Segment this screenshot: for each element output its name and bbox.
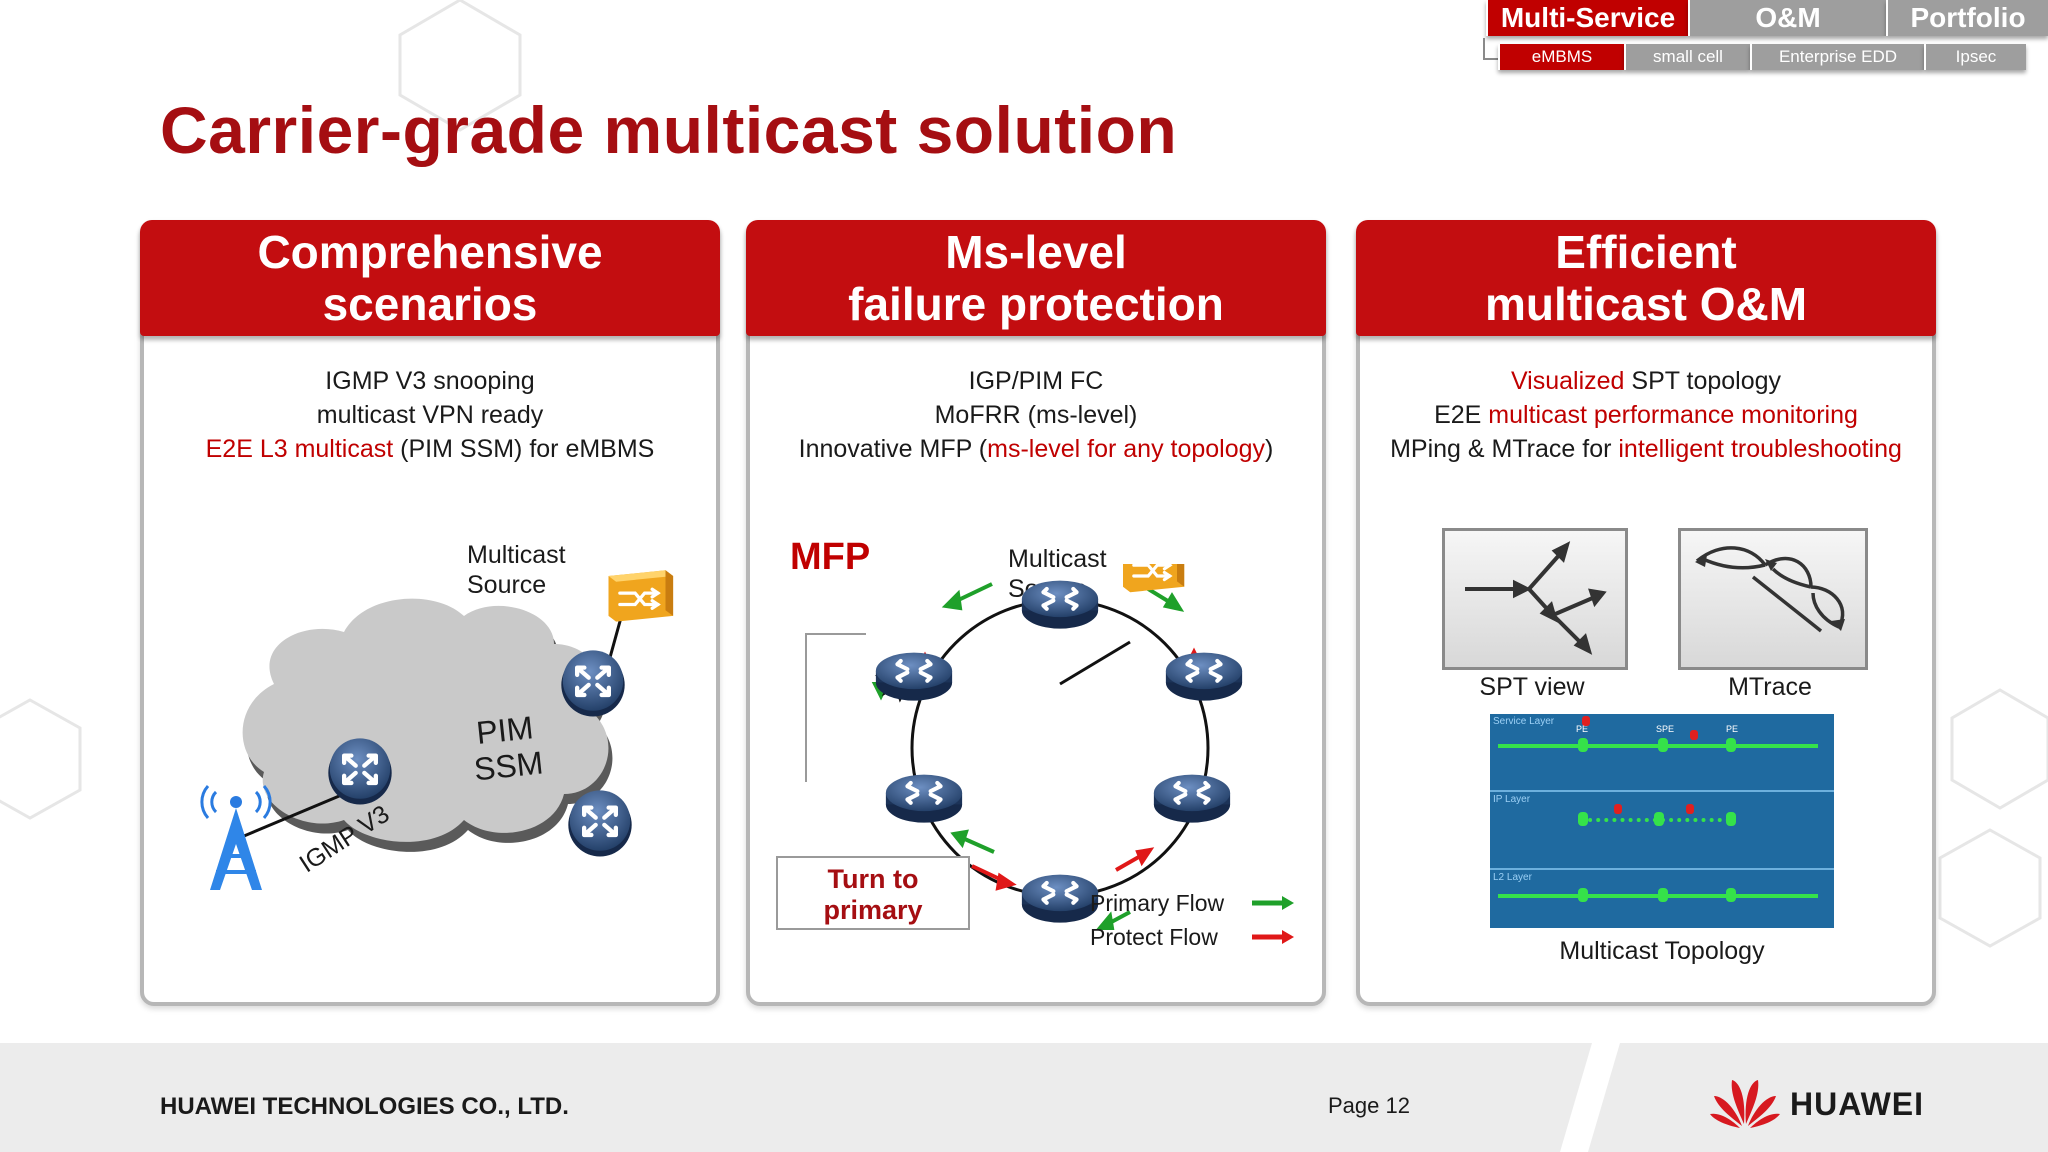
mfp-label: MFP (790, 536, 871, 578)
panel-header: Efficient multicast O&M (1356, 220, 1936, 336)
page-number: Page 12 (1328, 1093, 1410, 1118)
panel-description: IGMP V3 snooping multicast VPN ready E2E… (144, 364, 716, 466)
panel-header-line: Ms-level (945, 226, 1127, 278)
panel-ms-level-protection: Ms-level failure protection IGP/PIM FC M… (746, 220, 1326, 1006)
subtab-embms[interactable]: eMBMS (1498, 44, 1624, 70)
subtab-ipsec[interactable]: Ipsec (1924, 44, 2026, 70)
panel-header: Ms-level failure protection (746, 220, 1326, 336)
mfp-ring-diagram (805, 564, 1322, 930)
turn-to-primary-box: Turn to primary (776, 856, 970, 930)
topology-layer: IP Layer (1490, 792, 1834, 870)
mtrace-label: MTrace (1728, 673, 1812, 701)
panel-header-line: Efficient (1555, 226, 1737, 278)
pim-ssm-label: PIM SSM (472, 709, 545, 788)
desc-line: IGP/PIM FC (968, 367, 1104, 395)
tab-portfolio[interactable]: Portfolio (1886, 0, 2048, 36)
multicast-topology-view[interactable]: Service Layer PE SPE PE IP Layer L2 Laye… (1490, 714, 1834, 928)
mtrace-icon (1695, 546, 1845, 633)
sub-nav: eMBMS small cell Enterprise EDD Ipsec (1498, 44, 2026, 72)
footer-decoration (1560, 1043, 1620, 1152)
legend-protect-flow: Protect Flow (1090, 920, 1296, 954)
tab-om[interactable]: O&M (1688, 0, 1886, 36)
spt-view-label: SPT view (1479, 673, 1585, 701)
desc-line: IGMP V3 snooping (325, 367, 535, 395)
huawei-logo-icon (1710, 1080, 1780, 1128)
page-title: Carrier-grade multicast solution (160, 93, 1178, 167)
subtab-enterprise-edd[interactable]: Enterprise EDD (1750, 44, 1924, 70)
green-arrow-icon (1252, 896, 1294, 910)
legend-primary-flow: Primary Flow (1090, 886, 1296, 920)
desc-line: MoFRR (ms-level) (934, 401, 1138, 429)
flow-legend: Primary Flow Protect Flow (1090, 886, 1296, 954)
red-arrow-icon (1252, 930, 1294, 944)
desc-line: Innovative MFP (ms-level for any topolog… (798, 435, 1274, 463)
panel-description: Visualized SPT topology E2E multicast pe… (1360, 364, 1932, 466)
desc-line: E2E L3 multicast (PIM SSM) for eMBMS (205, 435, 655, 463)
panel-header-line: failure protection (848, 278, 1224, 330)
desc-line: MPing & MTrace for intelligent troublesh… (1390, 435, 1902, 463)
panel-header-line: multicast O&M (1484, 278, 1808, 330)
multicast-source-label: Multicast Source (467, 541, 566, 599)
spt-view-tile[interactable] (1442, 528, 1628, 670)
company-name: HUAWEI TECHNOLOGIES CO., LTD. (160, 1093, 569, 1120)
panel-description: IGP/PIM FC MoFRR (ms-level) Innovative M… (750, 364, 1322, 466)
topology-layer: L2 Layer (1490, 870, 1834, 928)
mtrace-tile[interactable] (1678, 528, 1868, 670)
tab-multi-service[interactable]: Multi-Service (1486, 0, 1688, 36)
panel-comprehensive-scenarios: Comprehensive scenarios IGMP V3 snooping… (140, 220, 720, 1006)
panel-header: Comprehensive scenarios (140, 220, 720, 336)
subtab-small-cell[interactable]: small cell (1624, 44, 1750, 70)
multicast-topology-label: Multicast Topology (1559, 937, 1765, 965)
desc-line: Visualized SPT topology (1510, 367, 1782, 395)
top-nav: Multi-Service O&M Portfolio (1486, 0, 2048, 38)
panel-header-line: Comprehensive (257, 226, 603, 278)
panel-efficient-om: Efficient multicast O&M Visualized SPT t… (1356, 220, 1936, 1006)
tab-connector (1483, 38, 1509, 60)
desc-line: multicast VPN ready (316, 401, 544, 429)
huawei-brand-text: HUAWEI (1790, 1086, 1924, 1122)
desc-line: E2E multicast performance monitoring (1434, 401, 1858, 429)
panel-header-line: scenarios (322, 278, 538, 330)
antenna-icon (200, 785, 272, 890)
spt-tree-icon (1465, 541, 1607, 655)
pim-ssm-diagram (200, 568, 675, 890)
footer-bar (0, 1043, 2048, 1152)
topology-layer: Service Layer PE SPE PE (1490, 714, 1834, 792)
